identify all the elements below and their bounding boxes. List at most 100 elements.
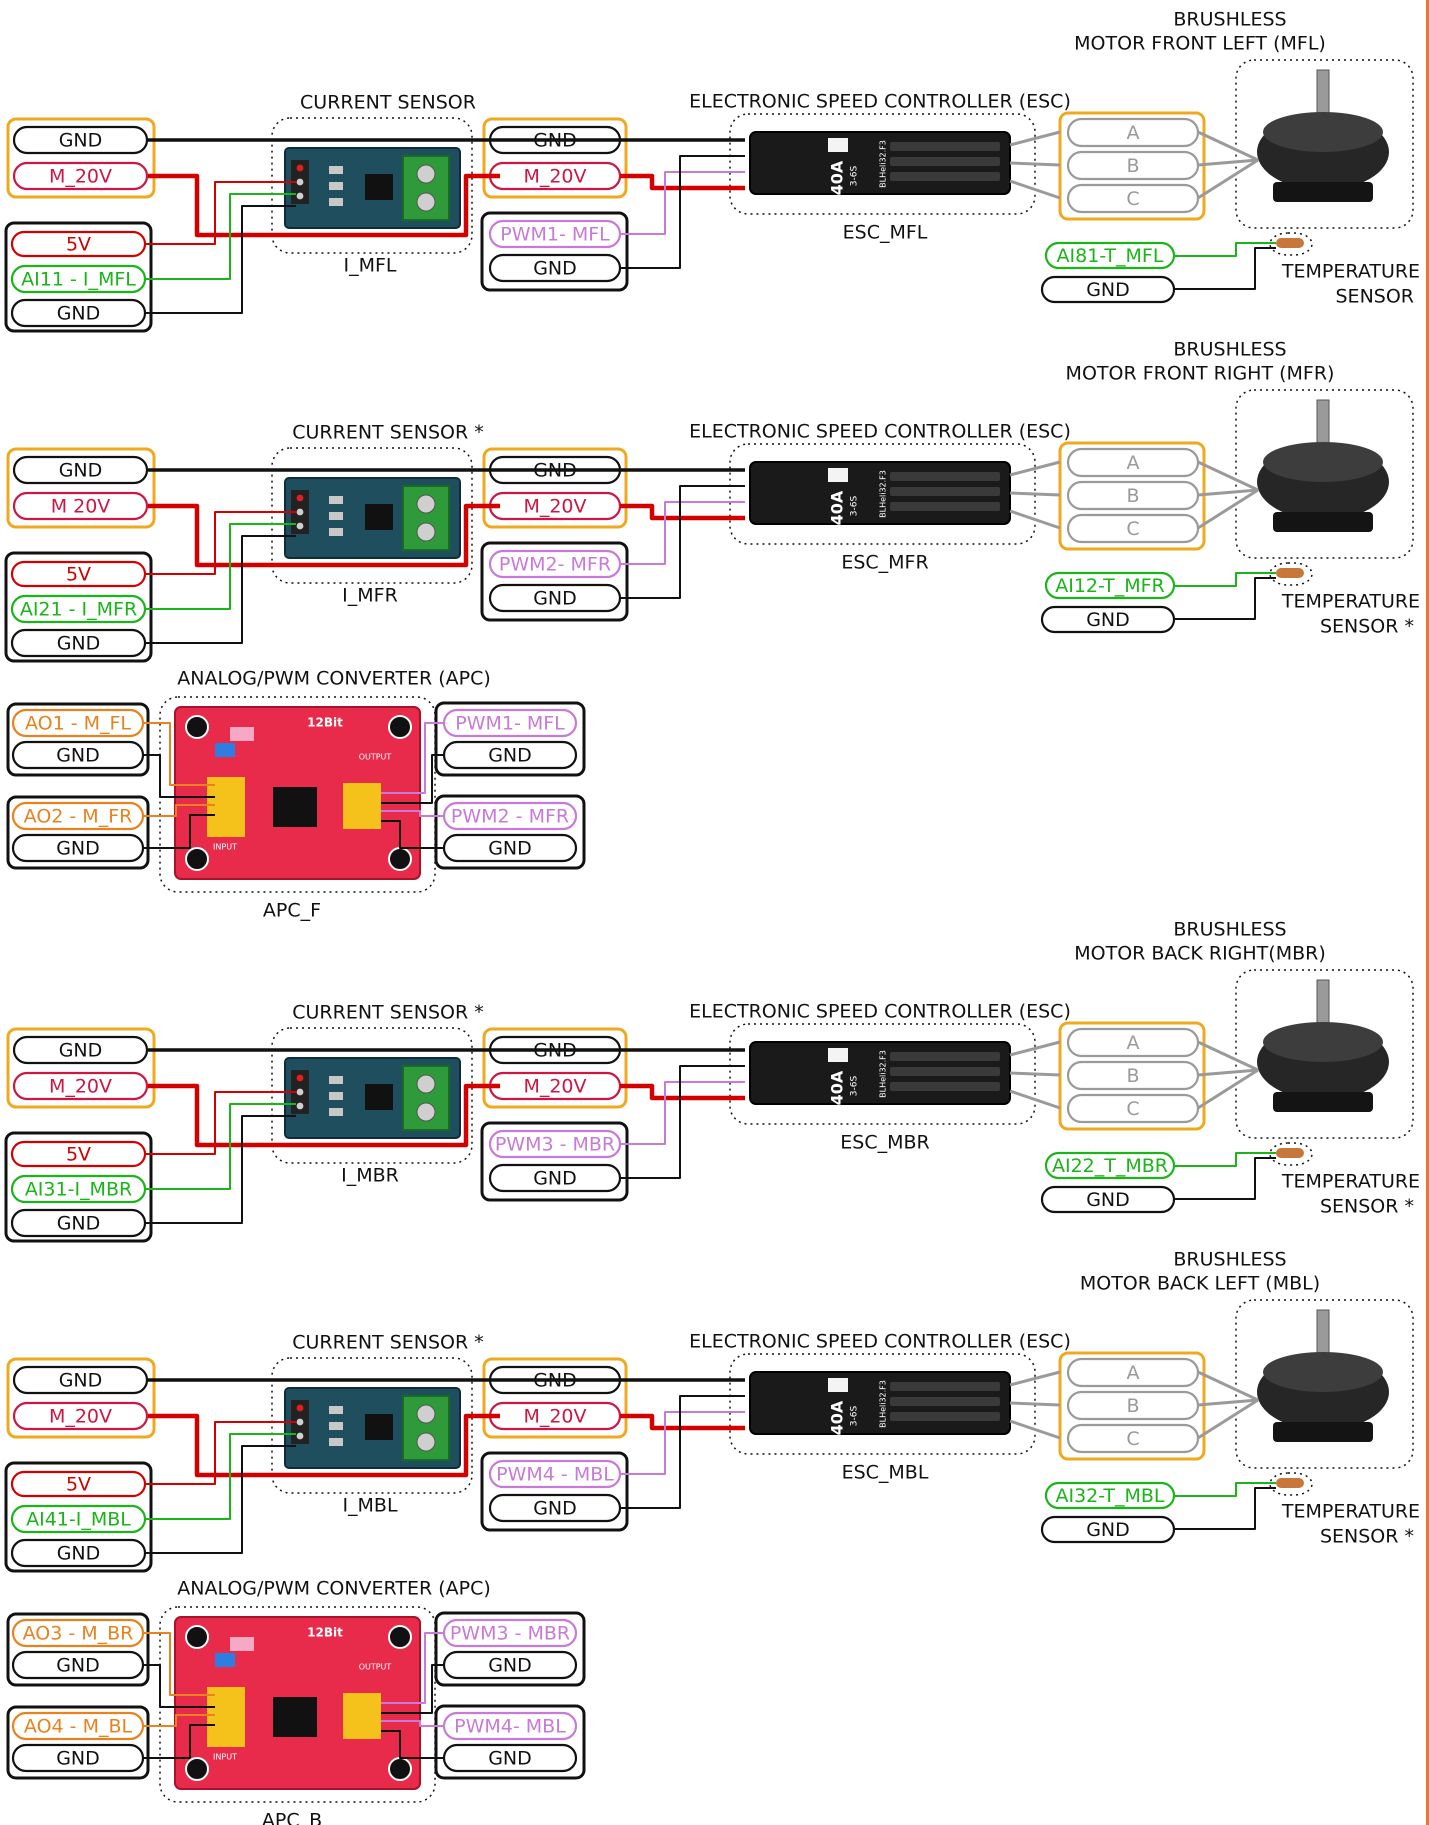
gnd-pill-text: GND — [533, 1168, 577, 1190]
motor-title-line2: MOTOR BACK LEFT (MBL) — [1080, 1273, 1320, 1295]
gnd-pill-text: GND — [57, 1213, 101, 1235]
v5-pill-text: 5V — [66, 1474, 91, 1496]
motor-wire — [1197, 1040, 1259, 1072]
analog-gnd-wire — [143, 1724, 215, 1759]
pwm-pill-text: PWM4 - MBL — [496, 1464, 614, 1486]
phase-pill-text: B — [1126, 1395, 1139, 1417]
esc-firmware: BLHeli32.F3 — [879, 1380, 888, 1428]
ai-pill: AI21 - I_MFR — [10, 594, 147, 624]
sensor-smd — [329, 1076, 343, 1084]
motor-wire — [1197, 1370, 1259, 1402]
temperature-pill: AI22_T_MBR — [1044, 1151, 1176, 1180]
pwm-out-pill-text: PWM3 - MBR — [450, 1623, 570, 1645]
esc-pad — [890, 1067, 1000, 1076]
motor-title-line1: BRUSHLESS — [1173, 339, 1286, 361]
ai-wire — [145, 1103, 296, 1190]
phase-pill: B — [1066, 1390, 1200, 1421]
phase-pill-text: A — [1127, 452, 1140, 474]
phase-pill: A — [1066, 1027, 1200, 1058]
phase-pill-frame — [1066, 1093, 1200, 1124]
esc-pad — [890, 172, 1000, 181]
motor-title-line1: BRUSHLESS — [1173, 9, 1286, 31]
motor-base — [1273, 182, 1373, 202]
current-sensor-name: I_MBL — [342, 1495, 398, 1517]
pwm-wire — [381, 810, 444, 817]
m20v-pill: M_20V — [488, 1401, 622, 1431]
v5-wire — [145, 511, 296, 575]
esc-name: ESC_MFR — [841, 552, 928, 574]
esc-pad — [890, 487, 1000, 496]
ai-pill-text: AI31-I_MBR — [25, 1179, 132, 1201]
motor-wire — [1197, 130, 1259, 162]
sensor-title: SENSOR * — [1320, 1526, 1414, 1548]
v5-pill: 5V — [10, 560, 147, 588]
analog-out-pill: AO1 - M_FL — [11, 708, 145, 738]
esc-marking: BLHeli32.F3 — [879, 140, 888, 188]
sensor-smd — [329, 166, 343, 174]
pwm-out-pill-text: PWM1- MFL — [455, 713, 565, 735]
terminal-screw — [416, 192, 436, 212]
ai-wire — [145, 1433, 296, 1520]
phase-pill-text: B — [1126, 1065, 1139, 1087]
phase-pill: A — [1066, 117, 1200, 148]
power-input-group — [6, 447, 156, 529]
gnd-pill-text: GND — [56, 838, 100, 860]
current-sensor-name: I_MFL — [343, 255, 396, 277]
sensor-smd — [329, 528, 343, 536]
mounting-hole — [185, 1625, 209, 1649]
ai-pill-text: AI41-I_MBL — [26, 1509, 131, 1531]
phase-pill-text: C — [1126, 518, 1139, 540]
phase-pill: A — [1066, 447, 1200, 478]
esc-pad — [890, 1052, 1000, 1061]
power-wire-loop — [148, 503, 500, 568]
motor-wire — [1197, 1068, 1259, 1110]
current-sensor-frame — [271, 447, 473, 584]
phase-pill: B — [1066, 480, 1200, 511]
gnd-pill-text: GND — [57, 303, 101, 325]
esc-led — [828, 1048, 848, 1062]
gnd-pill-text: GND — [533, 1498, 577, 1520]
motor-wire — [1197, 488, 1259, 530]
analog-wire — [143, 1714, 215, 1727]
converter-name: APC_B — [262, 1810, 322, 1825]
sensor-io-group — [4, 551, 153, 663]
v5-pill-text: 5V — [66, 564, 91, 586]
phase-pill-text: C — [1126, 1098, 1139, 1120]
pwm-pill: PWM2- MFR — [488, 549, 622, 579]
temperature-gnd-wire — [1174, 1487, 1276, 1530]
esc-marking: BLHeli32.F3 — [879, 1050, 888, 1098]
pwm-pill: PWM1- MFL — [488, 219, 622, 249]
current-sensor-title: CURRENT SENSOR * — [292, 1332, 483, 1354]
gnd-pill-text: GND — [56, 745, 100, 767]
sensor-title: SENSOR — [1336, 286, 1415, 308]
phase-wire — [1009, 509, 1061, 530]
pwm-out-pill-text: PWM2 - MFR — [451, 806, 569, 828]
input-header — [207, 777, 245, 837]
esc-cells: 3-6S — [850, 1076, 860, 1097]
gnd-pill: GND — [10, 628, 147, 658]
pwm-pill-text: PWM3 - MBR — [495, 1134, 615, 1156]
esc-marking: 40A — [828, 1400, 847, 1435]
pwm-out-pill: PWM3 - MBR — [442, 1618, 578, 1648]
temperature-gnd-wire — [1174, 577, 1276, 620]
esc-cells: 3-6S — [850, 166, 860, 187]
analog-out-pill-text: AO3 - M_BR — [23, 1623, 134, 1645]
sensor-smd — [329, 1108, 343, 1116]
pwm-out-pill: PWM2 - MFR — [442, 801, 578, 831]
v5-pill-text: 5V — [66, 234, 91, 256]
potentiometer — [215, 1653, 235, 1667]
current-sensor-title: CURRENT SENSOR * — [292, 1002, 483, 1024]
analog-gnd-wire — [143, 754, 215, 798]
sensor-smd — [329, 1438, 343, 1446]
sensor-io-group — [4, 1461, 153, 1573]
esc-title: ELECTRONIC SPEED CONTROLLER (ESC) — [689, 1001, 1071, 1023]
phase-pill-text: B — [1126, 485, 1139, 507]
temperature-pill: AI12-T_MFR — [1044, 571, 1176, 600]
pwm-pill: PWM4 - MBL — [488, 1459, 622, 1489]
terminal-screw — [416, 1102, 436, 1122]
current-sensor-frame — [271, 1027, 473, 1164]
sensor-gnd-wire — [145, 1445, 296, 1554]
temperature-probe-frame — [1269, 232, 1313, 256]
temperature-probe-frame — [1269, 562, 1313, 586]
